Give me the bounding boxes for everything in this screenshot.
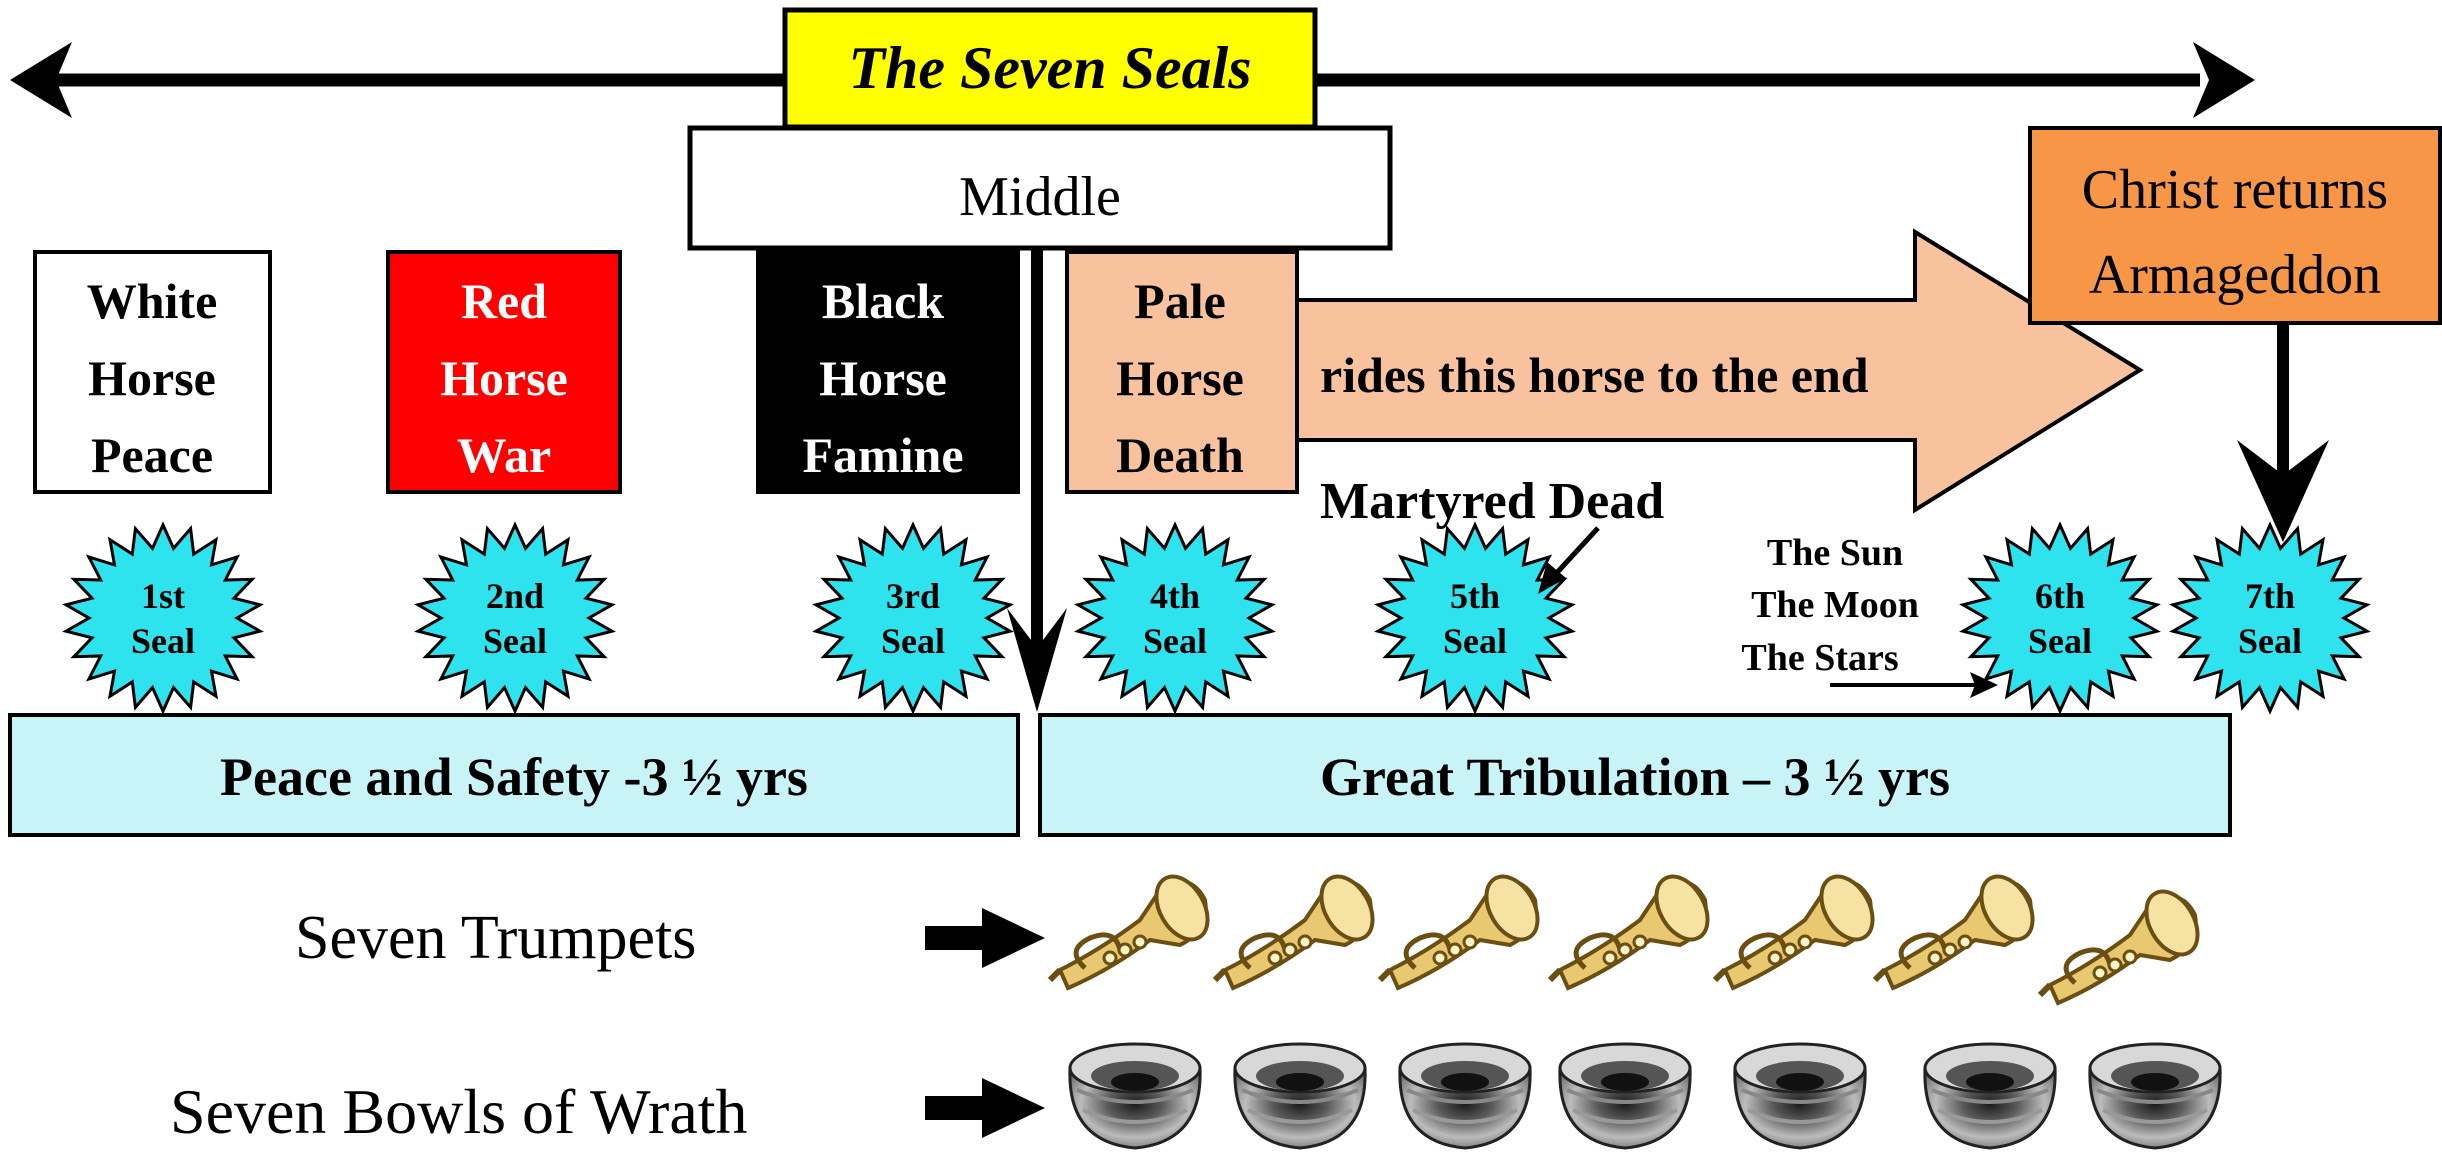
moon-label: The Moon [1751,584,1919,626]
stars-label: The Stars [1741,637,1898,679]
seal-2: 2nd Seal [418,525,612,711]
period-peace-and-safety: Peace and Safety -3 ½ yrs [10,715,1018,835]
period-tribulation-label: Great Tribulation – 3 ½ yrs [1320,747,1950,807]
trumpet-icon [1380,868,1548,988]
seal-starburst [1378,525,1572,711]
page-title: The Seven Seals [848,35,1251,101]
seal-1: 1st Seal [66,525,260,711]
horse-pale-line-2: Horse [1116,350,1244,406]
seal-6-word: Seal [2028,621,2092,661]
seal-5-ordinal: 5th [1450,576,1500,616]
seal-4-ordinal: 4th [1150,576,1200,616]
trumpet-icon [1715,868,1883,988]
trumpets-label: Seven Trumpets [295,904,696,972]
bowl-icon [1070,1044,1200,1148]
seal-2-ordinal: 2nd [486,576,544,616]
seal-7: 7th Seal [2173,525,2367,711]
trumpet-icon [1875,868,2043,988]
seal-5-word: Seal [1443,621,1507,661]
seal-7-ordinal: 7th [2245,576,2295,616]
bowls-label: Seven Bowls of Wrath [170,1076,748,1147]
trumpet-icon [1215,868,1383,988]
seal-5: 5th Seal [1378,525,1572,711]
middle-box: Middle [690,128,1390,248]
martyred-dead-label: Martyred Dead [1320,473,1664,530]
trumpets-right-arrow [925,908,1045,968]
horse-red-line-1: Red [461,273,547,329]
period-great-tribulation: Great Tribulation – 3 ½ yrs [1040,715,2230,835]
seal-1-word: Seal [131,621,195,661]
pale-horse-arrow-text: rides this horse to the end [1320,347,1869,403]
horse-white: White Horse Peace [35,252,270,492]
seal-3: 3rd Seal [816,525,1010,711]
horse-red: Red Horse War [388,252,620,492]
horse-white-line-2: Horse [88,350,216,406]
seal-2-word: Seal [483,621,547,661]
sun-label: The Sun [1767,532,1903,574]
bowl-icon [1560,1044,1690,1148]
seal-3-ordinal: 3rd [886,576,940,616]
seal-3-word: Seal [881,621,945,661]
horse-black-line-3: Famine [802,427,963,483]
horse-black: Black Horse Famine [758,252,1018,492]
horse-black-line-1: Black [822,273,944,329]
trumpet-icon [1550,868,1718,988]
horse-pale-line-3: Death [1116,427,1244,483]
title-box: The Seven Seals [785,10,1315,127]
trumpet-icon [1050,868,1218,988]
bowl-icon [1400,1044,1530,1148]
pale-horse-arrow: rides this horse to the end [1290,232,2140,510]
seal-starburst [418,525,612,711]
seal-starburst [1078,525,1272,711]
horse-white-line-1: White [87,273,218,329]
seal-7-word: Seal [2238,621,2302,661]
christ-returns-arrow [2237,323,2329,542]
seal-starburst [66,525,260,711]
bowl-icon [1235,1044,1365,1148]
bowls-right-arrow [925,1078,1045,1138]
christ-returns-box: Christ returns Armageddon [2030,128,2440,323]
trumpet-icon [2040,883,2208,1003]
seal-1-ordinal: 1st [141,576,185,616]
bowl-icon [1925,1044,2055,1148]
seal-6-ordinal: 6th [2035,576,2085,616]
horse-red-line-3: War [457,427,551,483]
horse-white-line-3: Peace [91,427,213,483]
seal-4-word: Seal [1143,621,1207,661]
seal-4: 4th Seal [1078,525,1272,711]
horse-pale: Pale Horse Death [1067,252,1297,492]
middle-label: Middle [959,166,1121,228]
bowl-icon [2090,1044,2220,1148]
christ-returns-line-2: Armageddon [2089,244,2381,306]
seal-starburst [2173,525,2367,711]
christ-returns-line-1: Christ returns [2082,159,2388,221]
horse-black-line-2: Horse [819,350,947,406]
horse-red-line-2: Horse [440,350,568,406]
bowl-icon [1735,1044,1865,1148]
horse-pale-line-1: Pale [1134,273,1226,329]
period-peace-label: Peace and Safety -3 ½ yrs [220,747,808,807]
seal-starburst [816,525,1010,711]
